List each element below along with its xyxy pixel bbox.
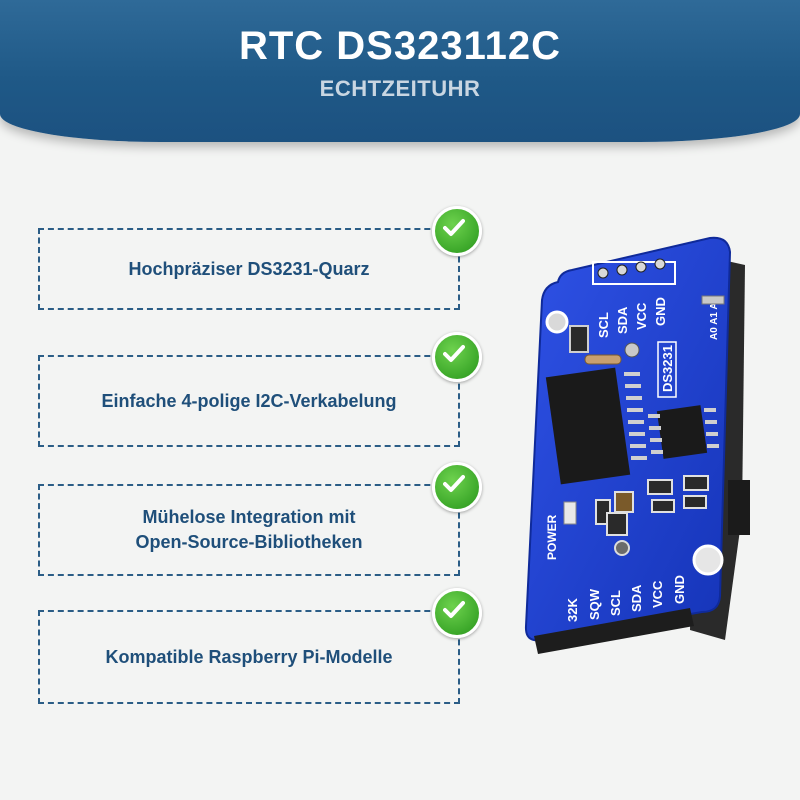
feature-text-1: Hochpräziser DS3231-Quarz (128, 258, 370, 279)
header-pins (545, 586, 666, 712)
bottom-pin-label-sda: SDA (629, 584, 644, 612)
feature-text-3: Mühelose Integration mit Open-Source-Bib… (135, 507, 363, 552)
top-pin-label-sda: SDA (615, 306, 630, 334)
eeprom-chip (648, 405, 719, 459)
top-header-pads (592, 258, 676, 285)
bottom-pin-label-32k: 32K (565, 598, 580, 622)
address-label: A0 A1 A2 (709, 296, 720, 340)
top-pin-label-vcc: VCC (634, 302, 649, 330)
check-icon (432, 462, 482, 512)
power-label: POWER (545, 514, 559, 560)
check-icon (432, 588, 482, 638)
bottom-pin-label-scl: SCL (608, 590, 623, 616)
page-title: RTC DS323112C (238, 24, 562, 68)
feature-box-2: Einfache 4-polige I2C-Verkabelung (38, 355, 460, 447)
via (614, 540, 630, 556)
page-subtitle: ECHTZEITUHR (319, 76, 481, 101)
feature-text-4: Kompatible Raspberry Pi-Modelle (105, 646, 393, 667)
feature-text-2: Einfache 4-polige I2C-Verkabelung (101, 390, 397, 411)
check-icon (432, 206, 482, 256)
feature-box-1: Hochpräziser DS3231-Quarz (38, 228, 460, 310)
header-banner: RTC DS323112C ECHTZEITUHR (0, 0, 800, 142)
top-pin-label-scl: SCL (596, 312, 611, 338)
pin-header-block (534, 608, 694, 654)
mount-hole (692, 544, 724, 576)
rtc-module-image: SCL SDA VCC GND A0 A1 A2 DS3231 (524, 236, 750, 712)
feature-box-4: Kompatible Raspberry Pi-Modelle (38, 610, 460, 704)
passive-components (563, 475, 709, 536)
check-icon (432, 332, 482, 382)
top-pin-label-gnd: GND (653, 297, 668, 326)
bottom-pin-label-sqw: SQW (587, 588, 602, 620)
chip-label: DS3231 (660, 345, 675, 392)
mount-hole (545, 310, 569, 334)
feature-box-3: Mühelose Integration mit Open-Source-Bib… (38, 484, 460, 576)
bottom-pin-label-gnd: GND (672, 575, 687, 604)
main-chip (545, 367, 647, 485)
